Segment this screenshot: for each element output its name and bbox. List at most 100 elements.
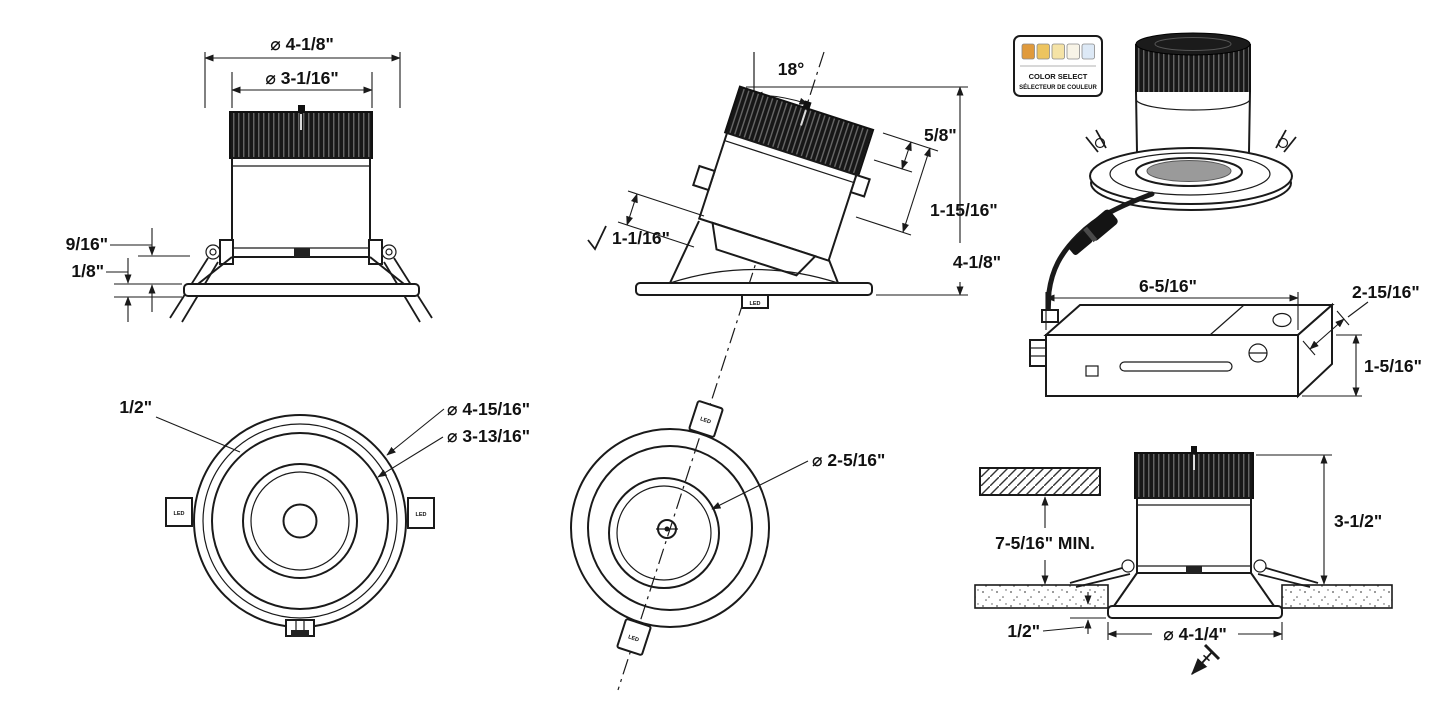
depth-symbol (587, 225, 607, 251)
tilt-centerline (617, 51, 825, 691)
trim-flange (1107, 605, 1283, 619)
housing-body (1136, 497, 1252, 574)
dim-label-trim-height: 9/16" (66, 234, 108, 254)
dim-aperture-dia: ⌀ 2-5/16" (711, 450, 885, 510)
dim-tab-offset: 5/8" (873, 125, 957, 173)
dim-label-flange-lip: 1/2" (1007, 621, 1040, 641)
vent-slot (1119, 361, 1233, 372)
aperture (1135, 157, 1243, 187)
spring-clip-left (1085, 129, 1107, 153)
terminal-block (1029, 339, 1047, 367)
dim-label-box-height: 1-5/16" (1364, 356, 1422, 376)
obstruction-above (979, 467, 1101, 496)
cct-swatch-5 (1081, 43, 1095, 60)
torsion-spring-left (1121, 559, 1135, 573)
heatsink-top (1135, 32, 1251, 56)
dim-box-length: 6-5/16" (1045, 276, 1299, 330)
view-side-profile: ⌀ 4-1/8" ⌀ 3-1/16" (66, 34, 433, 323)
view-tilted-side: 18° LED 5/8" 1-15/16" (587, 51, 1001, 691)
tab-text-bottom: LED (627, 634, 639, 643)
cct-swatch-4 (1066, 43, 1080, 60)
tab-text-top: LED (699, 416, 711, 425)
junction-box (1029, 302, 1335, 399)
dim-flange-lip: 1/2" (1007, 592, 1106, 641)
pivot-tab-top: LED (688, 400, 724, 438)
dim-label-aperture-dia: ⌀ 2-5/16" (812, 450, 885, 470)
dim-min-clearance: 7-5/16" MIN. (995, 496, 1095, 585)
ceiling-left (974, 584, 1109, 609)
dim-label-overall-height: 4-1/8" (953, 252, 1001, 272)
dim-overall-height: 4-1/8" (746, 86, 1001, 296)
view-installation: 7-5/16" MIN. 3-1/2" 1/2" ⌀ 4-1/4" (974, 446, 1393, 676)
cct-swatch-3 (1051, 43, 1065, 60)
dim-label-inner-diameter: ⌀ 3-1/16" (265, 68, 338, 88)
dim-label-housing-height: 3-1/2" (1334, 511, 1382, 531)
dim-housing-height: 3-1/2" (1256, 454, 1382, 585)
dim-front-inner-dia: ⌀ 3-13/16" (377, 426, 530, 478)
dim-label-outer-diameter: ⌀ 4-1/8" (270, 34, 334, 54)
trim-outer-circle (570, 428, 770, 628)
dim-label-min-clearance: 7-5/16" MIN. (995, 533, 1095, 553)
dim-box-depth: 2-15/16" (1302, 282, 1420, 356)
dim-box-height: 1-5/16" (1302, 334, 1422, 397)
torsion-spring-right (1253, 559, 1267, 573)
tab-text: LED (750, 301, 761, 307)
dim-label-tab-offset: 5/8" (924, 125, 957, 145)
dim-flange-lip: 1/8" (71, 258, 182, 322)
dim-label-ring-width: 1/2" (119, 397, 152, 417)
dim-label-recess-depth: 1-1/16" (612, 228, 670, 248)
top-nub (298, 105, 305, 113)
pivot-tab-bottom: LED (616, 618, 652, 656)
trim-flange (183, 283, 420, 297)
lock-tab (741, 294, 769, 309)
color-select-label: COLOR SELECT (1029, 72, 1088, 81)
lock-lever (692, 164, 716, 192)
dim-label-tilt-angle: 18° (778, 59, 804, 79)
side-tab (849, 173, 871, 198)
knockout (1272, 312, 1292, 328)
dim-label-box-depth: 2-15/16" (1352, 282, 1420, 302)
dim-trim-height: 9/16" (66, 228, 190, 312)
housing-body (231, 157, 371, 258)
gimbal-bowl-rim (669, 268, 839, 284)
cable-clamp (1041, 309, 1059, 323)
trim-inner-circle (211, 432, 389, 610)
center-knob (282, 503, 318, 539)
cct-swatch-1 (1021, 43, 1035, 60)
quick-connector (1067, 209, 1118, 255)
color-select-label-fr: SÉLECTEUR DE COULEUR (1019, 83, 1097, 91)
ceiling-right (1281, 584, 1393, 609)
torsion-spring-right (381, 244, 397, 260)
view-driver-assembly: COLOR SELECT SÉLECTEUR DE COULEUR (1013, 32, 1422, 399)
pivot-tab-right (407, 497, 435, 529)
top-nub (802, 100, 812, 111)
gimbal-lock-tab (294, 248, 310, 257)
dim-outer-diameter: ⌀ 4-1/8" (204, 34, 401, 108)
junction-box-top (1043, 304, 1335, 336)
trim-outer-circle (193, 414, 407, 628)
gimbal-yoke (711, 221, 818, 277)
dim-label-front-inner-dia: ⌀ 3-13/16" (447, 426, 530, 446)
dim-front-outer-dia: ⌀ 4-15/16" (386, 399, 530, 456)
dim-side-height: 1-15/16" (855, 147, 998, 236)
dim-ring-width: 1/2" (119, 397, 241, 453)
dim-recess-depth: 1-1/16" (587, 190, 705, 251)
aperture-circle (242, 463, 358, 579)
tab-text-left: LED (174, 511, 185, 517)
tab-text-right: LED (416, 512, 427, 518)
tilted-housing (692, 85, 875, 277)
dim-label-cutout-dia: ⌀ 4-1/4" (1163, 624, 1227, 644)
cct-swatch-2 (1036, 43, 1050, 60)
spring-clip-right (1275, 129, 1297, 153)
aperture-circle (608, 477, 720, 589)
fixture-perspective (1085, 32, 1297, 211)
pivot-tab-left (165, 497, 193, 527)
view-tilted-front: LED LED ⌀ 2-5/16" (570, 400, 885, 656)
torsion-spring-left (205, 244, 221, 260)
dim-label-front-outer-dia: ⌀ 4-15/16" (447, 399, 530, 419)
top-nub (1191, 446, 1197, 454)
lens (1146, 160, 1232, 182)
screw-icon (1191, 643, 1221, 676)
